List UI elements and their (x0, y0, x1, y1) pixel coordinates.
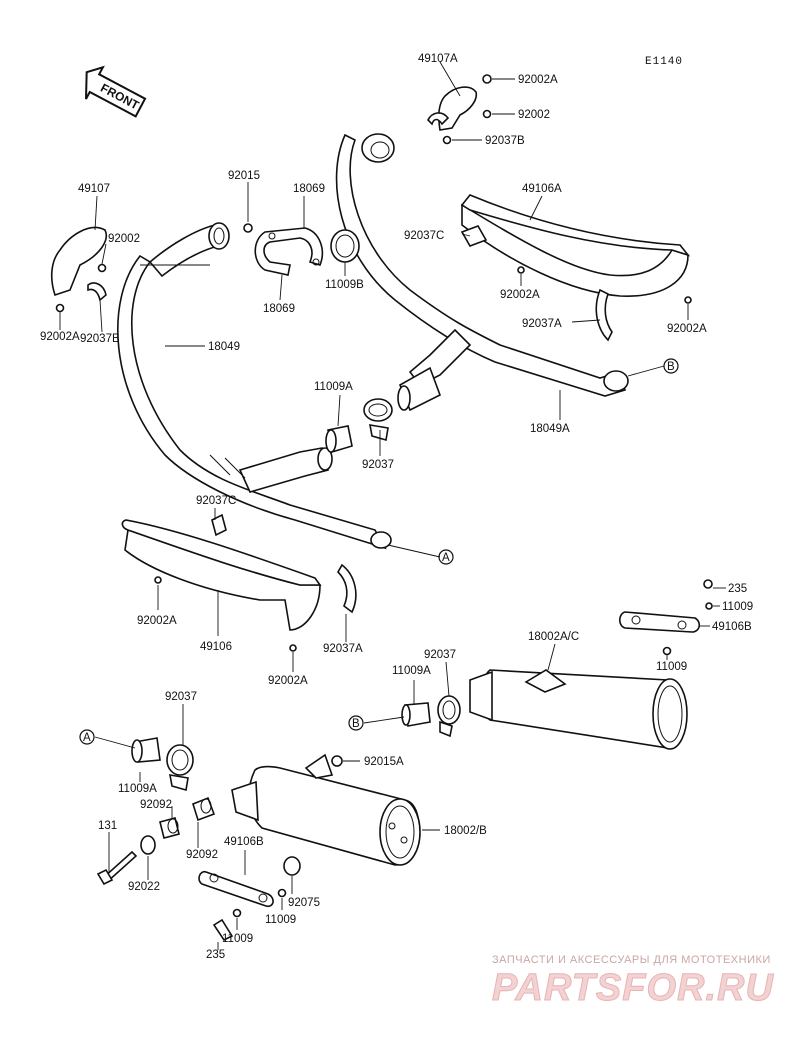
clamp-92037-right (437, 695, 461, 738)
label-18049A: 18049A (530, 423, 570, 435)
label-92037B-left: 92037B (80, 333, 120, 345)
label-11009-bl2: 11009 (222, 933, 253, 945)
label-92037-mid: 92037 (362, 459, 394, 471)
bracket-49106B-right (618, 611, 701, 633)
label-11009A-left: 11009A (118, 783, 157, 795)
label-92002-top: 92002 (518, 109, 550, 121)
bracket-18069 (254, 227, 324, 276)
label-11009-right1: 11009 (722, 601, 753, 613)
label-92002A-right2: 92002A (667, 323, 707, 335)
rubber-mount-92092-bottom (159, 817, 180, 839)
clip-92037B-left (87, 282, 107, 302)
label-92037B-top: 92037B (485, 135, 525, 147)
label-18002B: 18002/B (444, 825, 487, 837)
connector-a-right: A (438, 549, 454, 565)
gasket-11009A-right (401, 702, 431, 727)
svg-text:B: B (667, 361, 675, 373)
label-92002A-right1: 92002A (500, 289, 540, 301)
label-92037A-low: 92037A (323, 643, 363, 655)
svg-text:A: A (83, 732, 91, 744)
header-pipe-18049A (335, 133, 629, 412)
heat-shield-49106 (121, 519, 322, 631)
gasket-11009A-mid (325, 425, 353, 454)
bolt-235-left (212, 918, 234, 942)
label-11009A-mid: 11009A (314, 381, 353, 393)
header-pipe-18049 (117, 222, 392, 550)
clip-92037B-top (427, 112, 450, 126)
label-92037A-right: 92037A (522, 318, 562, 330)
label-92002-left: 92002 (108, 233, 140, 245)
watermark-brand: PARTSFOR.RU (492, 967, 774, 1009)
clip-92037A-low (337, 563, 357, 614)
label-92075: 92075 (288, 897, 320, 909)
label-92037-left: 92037 (165, 691, 197, 703)
label-18069-bottom: 18069 (263, 303, 295, 315)
label-11009A-right: 11009A (392, 665, 431, 677)
clip-92037C-right (460, 225, 488, 247)
label-92002A-low: 92002A (137, 615, 177, 627)
label-92092-bottom: 92092 (186, 849, 218, 861)
label-49106B-left: 49106B (224, 836, 264, 848)
watermark-tagline: ЗАПЧАСТИ И АКСЕССУАРЫ ДЛЯ МОТОТЕХНИКИ (492, 954, 771, 966)
muffler-18002B (231, 753, 421, 866)
label-18002AC: 18002A/C (528, 631, 579, 643)
clip-92037C-left (211, 513, 227, 537)
heat-shield-49106A (460, 194, 691, 297)
connector-b-right: B (663, 358, 679, 374)
gasket-11009B (330, 229, 360, 263)
label-235-right: 235 (728, 583, 747, 595)
svg-text:A: A (442, 552, 450, 564)
bolt-131 (96, 850, 138, 886)
label-92092-top: 92092 (140, 799, 172, 811)
diagram-code: E1140 (645, 56, 683, 68)
leader-lines (59, 61, 726, 950)
label-92015: 92015 (228, 170, 260, 182)
label-49106: 49106 (200, 641, 232, 653)
label-49106A: 49106A (522, 183, 562, 195)
label-11009-bl1: 11009 (265, 914, 296, 926)
label-235-left: 235 (206, 949, 225, 961)
front-arrow-icon: FRONT (85, 65, 147, 118)
label-92002A-low2: 92002A (268, 675, 308, 687)
label-92037C-right: 92037C (404, 230, 444, 242)
label-92002A-left: 92002A (40, 331, 80, 343)
label-131: 131 (98, 820, 117, 832)
heat-shield-49107A (438, 86, 478, 131)
washer-92022 (140, 835, 156, 855)
label-92002A-top: 92002A (518, 74, 558, 86)
label-92037-right: 92037 (424, 649, 456, 661)
nut-92075 (283, 856, 301, 876)
label-11009B: 11009B (325, 279, 364, 291)
clamp-92037-mid (363, 398, 393, 442)
label-18049: 18049 (208, 341, 240, 353)
connector-b-left: B (348, 715, 364, 731)
clip-92037A-right (595, 288, 613, 342)
muffler-18002AC (469, 669, 688, 750)
bracket-49106B-left (198, 870, 274, 908)
gasket-11009A-left (131, 737, 161, 763)
label-18069-top: 18069 (293, 183, 325, 195)
clamp-92037-left (166, 744, 194, 792)
label-49107: 49107 (78, 183, 110, 195)
bolt-icons (55, 74, 713, 918)
label-49107A: 49107A (418, 53, 458, 65)
connector-a-left: A (79, 729, 95, 745)
label-92037C-left: 92037C (196, 495, 236, 507)
heat-shield-49107 (50, 226, 107, 297)
label-49106B-right: 49106B (712, 621, 752, 633)
label-11009-right2: 11009 (656, 661, 687, 673)
svg-text:B: B (352, 718, 360, 730)
label-92015A: 92015A (364, 756, 404, 768)
label-92022: 92022 (128, 881, 160, 893)
rubber-mount-92092-top (192, 796, 216, 822)
